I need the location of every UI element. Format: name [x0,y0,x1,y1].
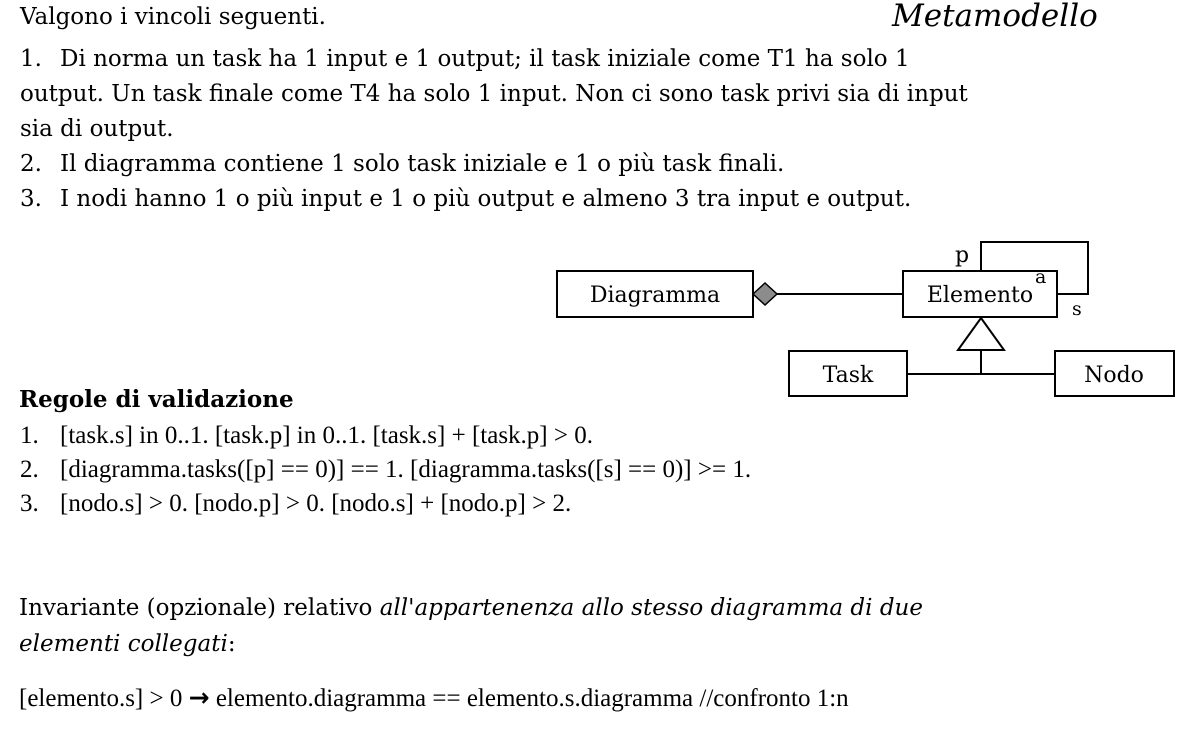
constraint-2-number: 2. [20,151,42,177]
constraint-2-text: Il diagramma contiene 1 solo task inizia… [60,151,785,177]
constraint-1-line-3: sia di output. [20,116,174,142]
rule-2: 2. [diagramma.tasks([p] == 0)] == 1. [dia… [20,456,751,484]
invariant-suffix: : [227,631,236,657]
role-p-label: p [955,243,969,268]
diagramma-class-box [556,270,754,318]
invariant-formula: [elemento.s] > 0 → elemento.diagramma ==… [19,683,849,713]
self-association-line [980,241,1089,295]
elemento-class-label: Elemento [927,283,1033,308]
task-class-label: Task [823,363,874,388]
implies-arrow-icon: → [188,683,210,712]
constraint-3-number: 3. [20,186,42,212]
nodo-class-box [1054,350,1175,397]
rule-2-number: 2. [20,456,39,483]
constraint-3-text: I nodi hanno 1 o più input e 1 o più out… [60,186,912,212]
constraint-1-line-1: 1. Di norma un task ha 1 input e 1 output… [20,46,910,72]
role-s-label: s [1072,298,1082,320]
diagramma-class-label: Diagramma [590,283,720,308]
rule-3-number: 3. [20,490,39,517]
formula-right: elemento.diagramma == elemento.s.diagram… [209,685,849,712]
constraint-3: 3. I nodi hanno 1 o più input e 1 o più o… [20,186,911,212]
task-class-box [788,350,908,397]
invariant-line-2: elementi collegati: [19,631,236,657]
invariant-italic-2: elementi collegati [19,631,228,657]
constraint-1-line-2: output. Un task finale come T4 ha solo 1… [20,81,968,107]
formula-left: [elemento.s] > 0 [19,685,189,712]
rule-2-text: [diagramma.tasks([p] == 0)] == 1. [diagr… [60,456,752,483]
rule-3-text: [nodo.s] > 0. [nodo.p] > 0. [nodo.s] + [… [60,490,572,517]
invariant-line-1: Invariante (opzionale) relativo all'appa… [19,595,923,621]
constraint-1-text: Di norma un task ha 1 input e 1 output; … [60,46,910,72]
rule-1-number: 1. [20,422,39,449]
aggregation-diamond [751,281,779,307]
role-a-label: a [1035,266,1046,288]
nodo-class-label: Nodo [1084,363,1144,388]
constraint-2: 2. Il diagramma contiene 1 solo task iniz… [20,151,784,177]
invariant-italic-1: all'appartenenza allo stesso diagramma d… [379,595,923,621]
constraints-intro: Valgono i vincoli seguenti. [20,4,326,30]
rule-3: 3. [nodo.s] > 0. [nodo.p] > 0. [nodo.s] +… [20,490,571,518]
rule-1: 1. [task.s] in 0..1. [task.p] in 0..1. [t… [20,422,593,450]
constraint-1-number: 1. [20,46,42,72]
generalization-triangle [956,316,1006,351]
rule-1-text: [task.s] in 0..1. [task.p] in 0..1. [tas… [60,422,593,449]
uml-diagram: Diagramma Elemento p a s Task Nodo [556,241,1175,397]
rules-heading: Regole di validazione [19,386,294,413]
invariant-prefix: Invariante (opzionale) relativo [19,595,380,621]
page-title: Metamodello [892,0,1098,34]
